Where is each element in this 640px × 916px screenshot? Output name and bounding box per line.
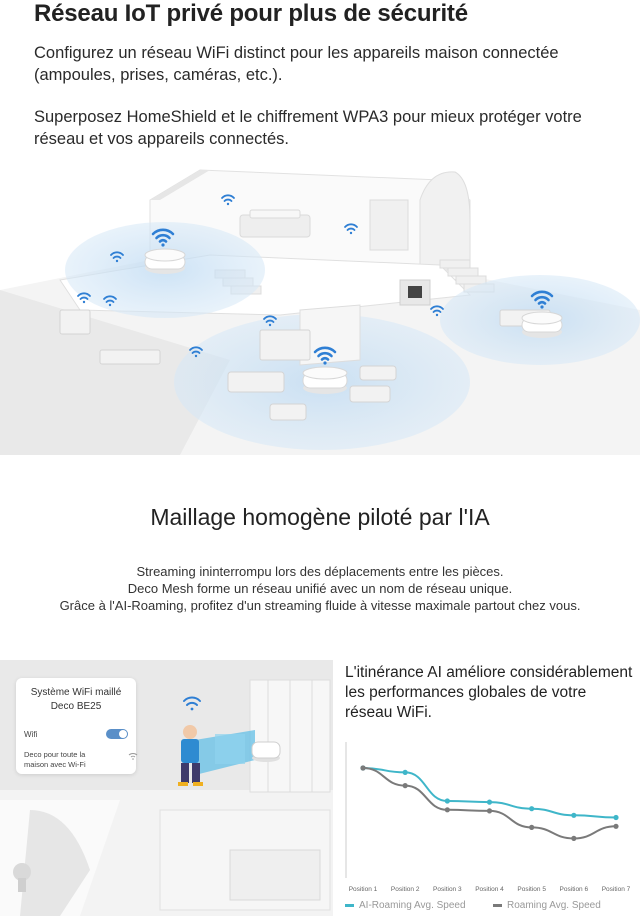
legend-swatch-roaming bbox=[493, 903, 502, 907]
data-point-ai-roaming-avg-speed-5 bbox=[529, 806, 535, 812]
data-point-ai-roaming-avg-speed-3 bbox=[444, 798, 450, 804]
data-point-roaming-avg-speed-4 bbox=[486, 808, 493, 814]
data-point-roaming-avg-speed-1 bbox=[360, 765, 366, 771]
data-point-ai-roaming-avg-speed-6 bbox=[571, 812, 577, 818]
data-point-roaming-avg-speed-6 bbox=[571, 835, 577, 841]
deco-info-card: Système WiFi maillé Deco BE25 Wifi Deco … bbox=[16, 678, 138, 774]
wifi-toggle[interactable] bbox=[106, 729, 128, 739]
wifi-toggle-row: Wifi bbox=[24, 728, 128, 742]
iot-paragraph-1: Configurez un réseau WiFi distinct pour … bbox=[34, 44, 559, 84]
data-point-roaming-avg-speed-5 bbox=[529, 824, 535, 830]
legend-swatch-ai-roaming bbox=[345, 903, 354, 907]
legend-item-roaming: Roaming Avg. Speed bbox=[493, 900, 601, 911]
data-point-roaming-avg-speed-2 bbox=[402, 783, 408, 789]
legend-item-ai-roaming: AI-Roaming Avg. Speed bbox=[345, 900, 466, 911]
card-note-line-2: maison avec Wi-Fi bbox=[24, 760, 86, 769]
mesh-description: Streaming ininterrompu lors des déplacem… bbox=[0, 563, 640, 614]
wifi-label: Wifi bbox=[24, 730, 38, 739]
x-tick-label-3: Position 3 bbox=[433, 886, 462, 893]
x-tick-label-6: Position 6 bbox=[560, 886, 589, 893]
iot-title: Réseau IoT privé pour plus de sécurité bbox=[34, 0, 468, 27]
card-note: Deco pour toute la maison avec Wi-Fi bbox=[24, 750, 128, 770]
iot-section: Réseau IoT privé pour plus de sécurité C… bbox=[0, 0, 640, 455]
mesh-line-1: Streaming ininterrompu lors des déplacem… bbox=[136, 564, 504, 579]
mesh-title: Maillage homogène piloté par l'IA bbox=[150, 504, 490, 530]
roaming-speed-chart: Position 1 Position 2 Position 3 Position 4… bbox=[338, 740, 638, 916]
data-point-ai-roaming-avg-speed-2 bbox=[402, 769, 408, 775]
x-tick-label-2: Position 2 bbox=[391, 886, 420, 893]
x-tick-label-4: Position 4 bbox=[475, 886, 504, 893]
mesh-line-3: Grâce à l'AI-Roaming, profitez d'un stre… bbox=[59, 598, 581, 613]
legend-label-roaming: Roaming Avg. Speed bbox=[507, 900, 601, 911]
iot-paragraph-2: Superposez HomeShield et le chiffrement … bbox=[34, 108, 582, 148]
roaming-photo: Système WiFi maillé Deco BE25 Wifi Deco … bbox=[0, 660, 333, 916]
data-point-ai-roaming-avg-speed-4 bbox=[486, 799, 493, 805]
house-illustration bbox=[0, 169, 640, 455]
card-title-line-1: Système WiFi maillé bbox=[30, 687, 122, 698]
legend-label-ai-roaming: AI-Roaming Avg. Speed bbox=[359, 900, 466, 911]
data-point-ai-roaming-avg-speed-7 bbox=[613, 814, 619, 821]
chart-legend: AI-Roaming Avg. Speed Roaming Avg. Speed bbox=[345, 898, 635, 914]
chart-heading: L'itinérance AI améliore considérablemen… bbox=[345, 664, 633, 721]
data-point-roaming-avg-speed-3 bbox=[444, 807, 450, 813]
data-point-roaming-avg-speed-7 bbox=[613, 823, 619, 829]
x-tick-label-1: Position 1 bbox=[349, 886, 378, 893]
x-tick-label-7: Position 7 bbox=[602, 886, 631, 893]
mesh-line-2: Deco Mesh forme un réseau unifié avec un… bbox=[127, 581, 513, 596]
x-tick-label-5: Position 5 bbox=[517, 886, 546, 893]
card-note-line-1: Deco pour toute la bbox=[24, 750, 86, 759]
card-title-line-2: Deco BE25 bbox=[50, 701, 102, 712]
chart-svg: Position 1 Position 2 Position 3 Position 4… bbox=[345, 742, 631, 893]
